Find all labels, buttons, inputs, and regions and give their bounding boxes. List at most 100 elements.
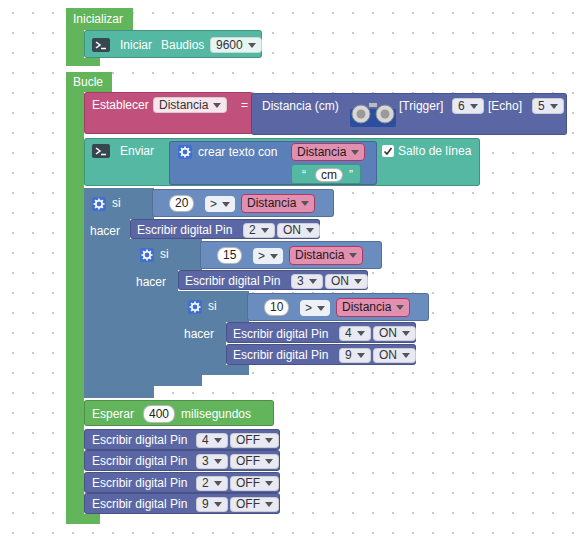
block-label: Escribir digital Pin [92, 476, 187, 490]
block-label: [Echo] [488, 99, 522, 113]
dropdown-field: 4 [339, 326, 371, 341]
block-label: ON [283, 223, 314, 237]
block-label: 15 [223, 248, 236, 262]
dropdown-field: OFF [230, 476, 279, 491]
block-label: ON [331, 274, 362, 288]
command-block: Enviar Salto de línea crear texto con Dista… [84, 138, 480, 186]
command-block: Escribir digital Pin 3 OFF [84, 450, 280, 471]
block-label: 9 [345, 348, 365, 362]
block-label: Escribir digital Pin [185, 274, 280, 288]
dropdown-field: OFF [230, 433, 279, 448]
variable-block: Distancia [289, 246, 363, 265]
command-block: Escribir digital Pin 4 ON [226, 322, 416, 343]
dropdown-field: 5 [532, 98, 564, 114]
block-label: OFF [236, 433, 273, 447]
block-label: > [253, 248, 283, 264]
block-label: hacer [184, 327, 214, 341]
block-label: 4 [202, 433, 222, 447]
block-label: Bucle [73, 75, 103, 89]
dropdown-field: Distancia [153, 97, 227, 113]
block-label: OFF [236, 476, 273, 490]
dropdown-field: 9 [339, 348, 371, 363]
dropdown-field: 4 [196, 433, 228, 448]
block-label: Distancia [247, 196, 309, 210]
dropdown-field: 2 [243, 223, 275, 238]
statement-block: BucleEstablecer=DistanciaDistancia (cm)[… [66, 72, 112, 524]
block-label: 2 [202, 476, 222, 490]
block-label: ON [379, 348, 410, 362]
block-label: Escribir digital Pin [92, 497, 187, 511]
block-label: Establecer [92, 98, 149, 112]
block-label: si [160, 247, 169, 261]
variable-block: Distancia [241, 194, 315, 213]
checkbox [382, 145, 394, 157]
command-block: Establecer=DistanciaDistancia (cm)[Trigg… [84, 92, 253, 134]
gear-icon [92, 197, 106, 211]
block-label: > [300, 300, 330, 316]
block-label: ON [379, 326, 410, 340]
statement-block: sihacer>20DistanciaEscribir digital Pin2… [84, 188, 154, 398]
command-block: >10Distancia [247, 293, 429, 321]
block-label: 6 [458, 99, 478, 113]
terminal-icon [92, 38, 110, 52]
block-label: OFF [236, 454, 273, 468]
block-label: Escribir digital Pin [233, 348, 328, 362]
variable-block: Distancia [336, 298, 410, 317]
block-label: Iniciar [120, 38, 152, 52]
block-label: Enviar [120, 144, 154, 158]
command-block: >15 Distancia [200, 241, 382, 269]
block-label: Distancia [295, 248, 357, 262]
gear-icon [188, 300, 202, 314]
block-label: ” [349, 168, 353, 182]
block-label: Escribir digital Pin [137, 223, 232, 237]
block-label: 3 [202, 454, 222, 468]
block-label: [Trigger] [399, 99, 443, 113]
block-label: > [205, 196, 235, 212]
terminal-icon [92, 144, 110, 158]
number-field: 400 [143, 405, 175, 423]
number-field: 20 [169, 195, 194, 212]
command-block: Escribir digital Pin9OFF [84, 493, 280, 514]
block-label: Inicializar [73, 12, 123, 26]
block-label: Escribir digital Pin [233, 327, 328, 341]
block-label: 400 [149, 407, 169, 421]
block-label: 9600 [216, 38, 256, 52]
command-block: Escribir digital Pin 2 OFF [84, 472, 280, 493]
block-label: 3 [297, 274, 317, 288]
statement-block: sihacer>15DistanciaEscribir digital Pin3… [130, 239, 202, 386]
block-label: Escribir digital Pin [92, 454, 187, 468]
block-label: Esperar [92, 407, 134, 421]
number-field: cm [315, 168, 343, 182]
block-label: milisegundos [181, 407, 251, 421]
command-block: Escribir digital Pin 3 ON [178, 270, 368, 290]
dropdown-field: ON [373, 348, 416, 363]
dropdown-field: 3 [196, 454, 228, 469]
dropdown-field: 6 [452, 98, 484, 114]
block-label: si [208, 299, 217, 313]
block-label: hacer [90, 224, 120, 238]
dropdown-field: ON [373, 326, 416, 341]
number-field: 15 [217, 247, 242, 264]
block-label: cm [321, 168, 337, 182]
block-label: si [112, 196, 121, 210]
block-label: “ [302, 168, 306, 182]
command-block: Escribir digital Pin 4 OFF [84, 429, 280, 450]
block-label: Distancia [297, 145, 359, 159]
block-label: Salto de línea [398, 144, 471, 158]
dropdown-field: 9 [196, 497, 228, 512]
command-block: Distancia (cm)[Trigger][Echo]65 [251, 93, 567, 135]
dropdown-field: 2 [196, 476, 228, 491]
block-label: Distancia [159, 98, 221, 112]
block-label: 20 [175, 196, 188, 210]
block-label: = [241, 98, 248, 112]
block-label: Baudios [161, 38, 204, 52]
statement-block: sihacer>10DistanciaEscribir digital Pin4… [178, 291, 249, 375]
block-label: Escribir digital Pin [92, 433, 187, 447]
command-block: crear texto con Distancia “ ” cm [169, 141, 377, 185]
gear-icon [140, 248, 154, 262]
command-block: >20 Distancia [152, 189, 334, 217]
block-label: 5 [538, 99, 558, 113]
command-block: Escribir digital Pin 9 ON [226, 344, 416, 365]
block-label: crear texto con [198, 145, 277, 159]
